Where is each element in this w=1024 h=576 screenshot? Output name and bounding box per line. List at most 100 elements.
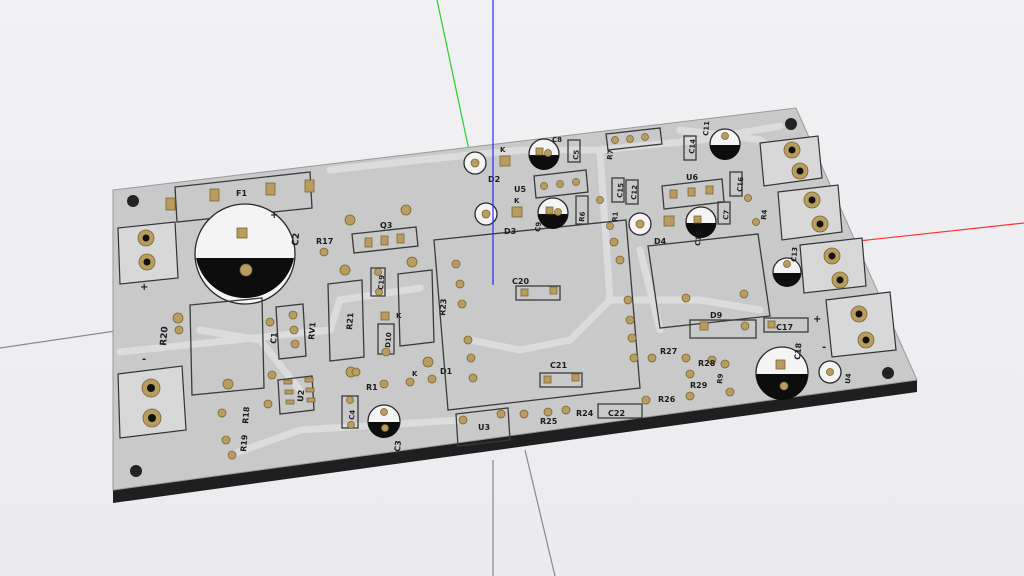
pad-d4-k xyxy=(663,215,675,227)
label-c1: C1 xyxy=(269,332,279,345)
label-c15: C15 xyxy=(616,183,625,199)
pad-r1-top-b xyxy=(606,222,614,230)
label-u2: U2 xyxy=(296,389,306,402)
terminal-block-left-top[interactable] xyxy=(117,221,179,285)
diode-d9[interactable] xyxy=(689,319,757,339)
resistor-r23[interactable] xyxy=(397,256,435,368)
pad-r1a xyxy=(351,367,361,377)
pad-r4-a xyxy=(744,194,752,202)
label-c20: C20 xyxy=(512,277,529,286)
label-r28: R28 xyxy=(698,359,716,368)
label-u3: U3 xyxy=(478,423,490,432)
label-u4: U4 xyxy=(844,373,853,384)
plus-label-left: + xyxy=(140,282,148,293)
minus-label-right: - xyxy=(822,342,826,353)
terminal-block-left-bottom[interactable] xyxy=(117,365,187,439)
pad-r9-a xyxy=(720,359,730,369)
electrolytic-capacitor-c9[interactable] xyxy=(537,197,569,229)
capacitor-c7[interactable] xyxy=(717,201,731,225)
label-r6: R6 xyxy=(578,211,587,222)
label-c22: C22 xyxy=(608,409,625,418)
capacitor-c19[interactable] xyxy=(370,267,386,297)
transistor-q3[interactable] xyxy=(351,226,419,254)
ic-u2[interactable] xyxy=(277,375,316,415)
pad-r1b xyxy=(379,379,389,389)
regulator-u4[interactable] xyxy=(818,360,842,384)
terminal-block-right-3[interactable] xyxy=(799,237,867,294)
regulator-u3[interactable] xyxy=(455,407,511,447)
label-r20: R20 xyxy=(159,326,171,346)
axis-grid-down-right xyxy=(524,449,556,576)
label-r25: R25 xyxy=(540,417,558,426)
pad-r26-a xyxy=(641,395,651,405)
terminal-block-right-2[interactable] xyxy=(777,184,843,241)
resistor-r6[interactable] xyxy=(575,195,589,225)
label-r18: R18 xyxy=(241,406,252,424)
diode-d10[interactable] xyxy=(377,311,395,357)
capacitor-c14[interactable] xyxy=(683,135,697,161)
pad-r29-a xyxy=(685,369,695,379)
label-r7: R7 xyxy=(606,149,615,160)
pad-r25-a xyxy=(519,409,529,419)
label-d10: D10 xyxy=(384,332,393,348)
pad-r1-top-a xyxy=(596,196,604,204)
label-r1: R1 xyxy=(366,383,378,392)
label-c21: C21 xyxy=(550,361,567,370)
capacitor-c16[interactable] xyxy=(729,171,743,197)
label-c11: C11 xyxy=(702,121,711,137)
terminal-block-right-4[interactable] xyxy=(825,291,897,358)
capacitor-c22[interactable] xyxy=(597,403,643,419)
capacitor-c17[interactable] xyxy=(763,317,809,333)
resistor-r20[interactable] xyxy=(172,297,265,396)
label-f1: F1 xyxy=(236,189,247,198)
capacitor-c1[interactable] xyxy=(265,317,277,380)
label-r4: R4 xyxy=(760,209,769,220)
label-r1-top: R1 xyxy=(611,211,620,222)
label-c8: C8 xyxy=(552,136,562,144)
pad-r24-a xyxy=(561,405,571,415)
capacitor-c4[interactable] xyxy=(341,395,359,429)
label-u5: U5 xyxy=(514,185,526,194)
minus-label-left: - xyxy=(142,354,146,365)
pad-r25-b xyxy=(543,407,553,417)
capacitor-c15[interactable] xyxy=(611,177,625,203)
label-c4: C4 xyxy=(348,409,357,420)
pad-r17-b xyxy=(344,214,356,226)
label-rv1: RV1 xyxy=(307,321,318,340)
electrolytic-capacitor-c8[interactable] xyxy=(528,138,560,170)
electrolytic-capacitor-c10[interactable] xyxy=(685,206,717,238)
label-c10: C10 xyxy=(694,231,703,247)
electrolytic-capacitor-c13[interactable] xyxy=(772,257,802,287)
label-u6: U6 xyxy=(686,173,698,182)
label-d3: D3 xyxy=(504,227,516,236)
capacitor-c12[interactable] xyxy=(625,179,639,205)
capacitor-c5[interactable] xyxy=(567,139,581,163)
label-r21: R21 xyxy=(345,312,356,330)
mounting-holes xyxy=(127,118,894,477)
pad-r4-b xyxy=(752,218,760,226)
pad-d1a xyxy=(405,377,415,387)
electrolytic-capacitor-c18[interactable] xyxy=(755,346,809,400)
pad-r17 xyxy=(319,247,329,257)
fuse-f1[interactable] xyxy=(165,171,315,223)
terminal-block-right-1[interactable] xyxy=(759,135,823,187)
capacitor-c21[interactable] xyxy=(539,372,583,388)
resistor-r7[interactable] xyxy=(605,127,663,151)
trimmer-rv1[interactable] xyxy=(275,303,307,360)
label-c19: C19 xyxy=(377,275,386,291)
label-c12: C12 xyxy=(630,185,639,201)
pad-r27 xyxy=(647,353,657,363)
electrolytic-capacitor-c11[interactable] xyxy=(709,128,741,160)
capacitor-c20[interactable] xyxy=(515,285,561,301)
regulator-u5[interactable] xyxy=(533,169,589,199)
label-c13: C13 xyxy=(790,247,799,263)
electrolytic-capacitor-c2[interactable] xyxy=(194,203,296,305)
label-r24: R24 xyxy=(576,409,594,418)
transformer-outline xyxy=(433,219,641,411)
pad-r18-a xyxy=(217,408,227,418)
electrolytic-capacitor-c3[interactable] xyxy=(367,404,401,438)
label-r27: R27 xyxy=(660,347,677,356)
label-d2: D2 xyxy=(488,175,500,184)
